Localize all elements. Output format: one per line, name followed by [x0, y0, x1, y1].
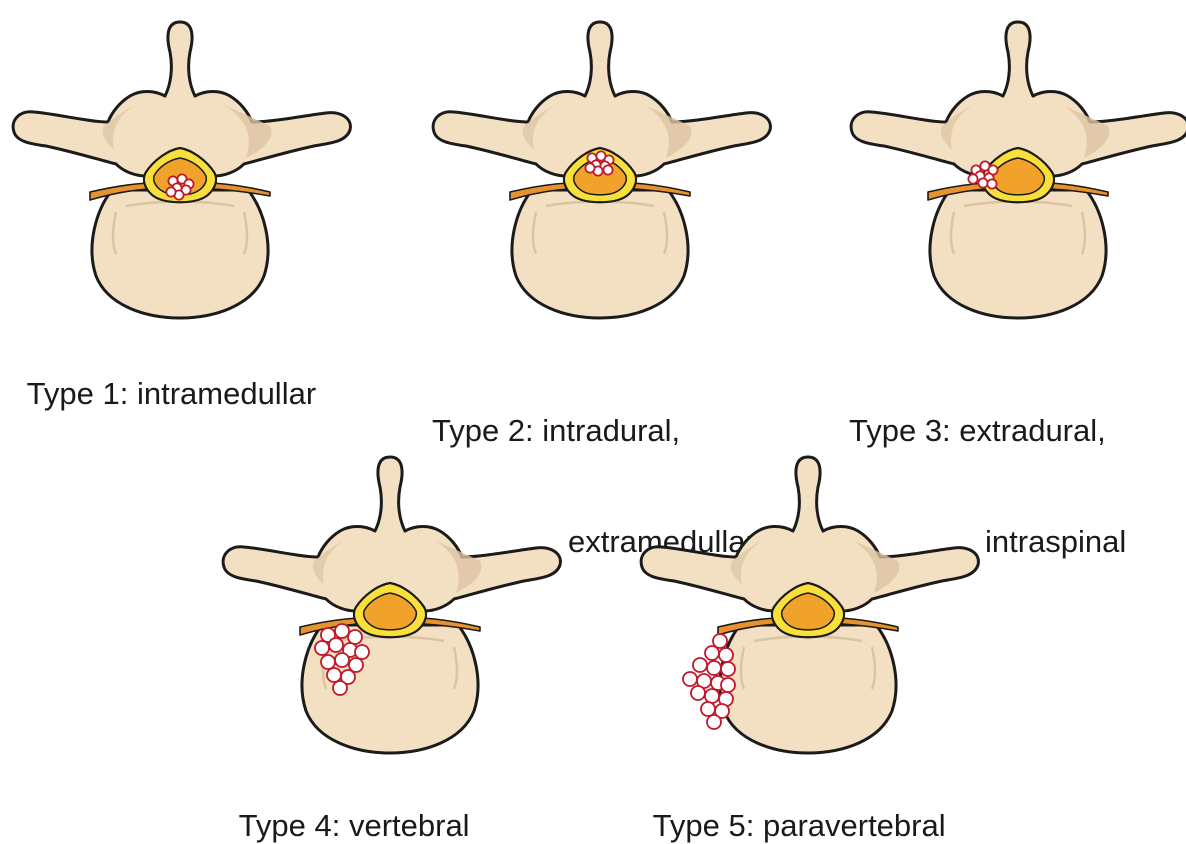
vertebra-panel-type-3	[838, 10, 1186, 320]
vertebra-drawing	[851, 22, 1186, 318]
lesion-cell	[705, 689, 719, 703]
caption-type-3-line1: Type 3: extradural,	[849, 412, 1126, 449]
caption-type-5: Type 5: paravertebral	[636, 770, 946, 844]
lesion-cell	[333, 681, 347, 695]
lesion-cell	[705, 646, 719, 660]
lesion-cell	[978, 178, 987, 187]
lesion-cell	[701, 702, 715, 716]
caption-type-5-line1: Type 5: paravertebral	[653, 808, 946, 843]
lesion-cluster	[585, 151, 613, 175]
lesion-cell	[707, 661, 721, 675]
lesion-cell	[335, 653, 349, 667]
vertebral-body	[930, 190, 1106, 318]
lesion-cell	[719, 648, 733, 662]
vertebra-illustration-type-1	[0, 10, 360, 320]
lesion-cell	[329, 638, 343, 652]
lesion-cell	[721, 662, 735, 676]
lesion-cell	[355, 645, 369, 659]
lesion-cell	[987, 179, 996, 188]
vertebra-panel-type-2	[420, 10, 780, 320]
vertebral-body	[720, 625, 896, 753]
lesion-cell	[968, 174, 977, 183]
lesion-cell	[335, 624, 349, 638]
lesion-cell	[693, 658, 707, 672]
lesion-cell	[691, 686, 705, 700]
lesion-cell	[585, 163, 594, 172]
vertebra-panel-type-1	[0, 10, 360, 320]
caption-type-1: Type 1: intramedullar	[10, 338, 316, 412]
caption-type-2-line1: Type 2: intradural,	[432, 412, 756, 449]
lesion-cell	[321, 655, 335, 669]
lesion-cell	[707, 715, 721, 729]
caption-type-4-line1: Type 4: vertebral	[239, 808, 470, 843]
caption-type-1-line1: Type 1: intramedullar	[27, 376, 316, 411]
caption-type-4: Type 4: vertebral	[222, 770, 470, 844]
vertebral-body	[512, 190, 688, 318]
lesion-cell	[327, 668, 341, 682]
vertebra-panel-type-5	[628, 445, 988, 755]
vertebra-drawing	[641, 457, 978, 753]
lesion-cell	[721, 678, 735, 692]
lesion-cell	[348, 630, 362, 644]
vertebra-illustration-type-4	[210, 445, 570, 755]
vertebra-illustration-type-5	[628, 445, 988, 755]
vertebra-panel-type-4	[210, 445, 570, 755]
lesion-cell	[683, 672, 697, 686]
lesion-cluster	[683, 634, 735, 729]
lesion-cell	[315, 641, 329, 655]
vertebra-illustration-type-2	[420, 10, 780, 320]
lesion-cell	[603, 165, 612, 174]
lesion-cell	[166, 187, 175, 196]
vertebra-drawing	[13, 22, 350, 318]
vertebra-illustration-type-3	[838, 10, 1186, 320]
vertebra-drawing	[223, 457, 560, 753]
vertebral-body	[92, 190, 268, 318]
